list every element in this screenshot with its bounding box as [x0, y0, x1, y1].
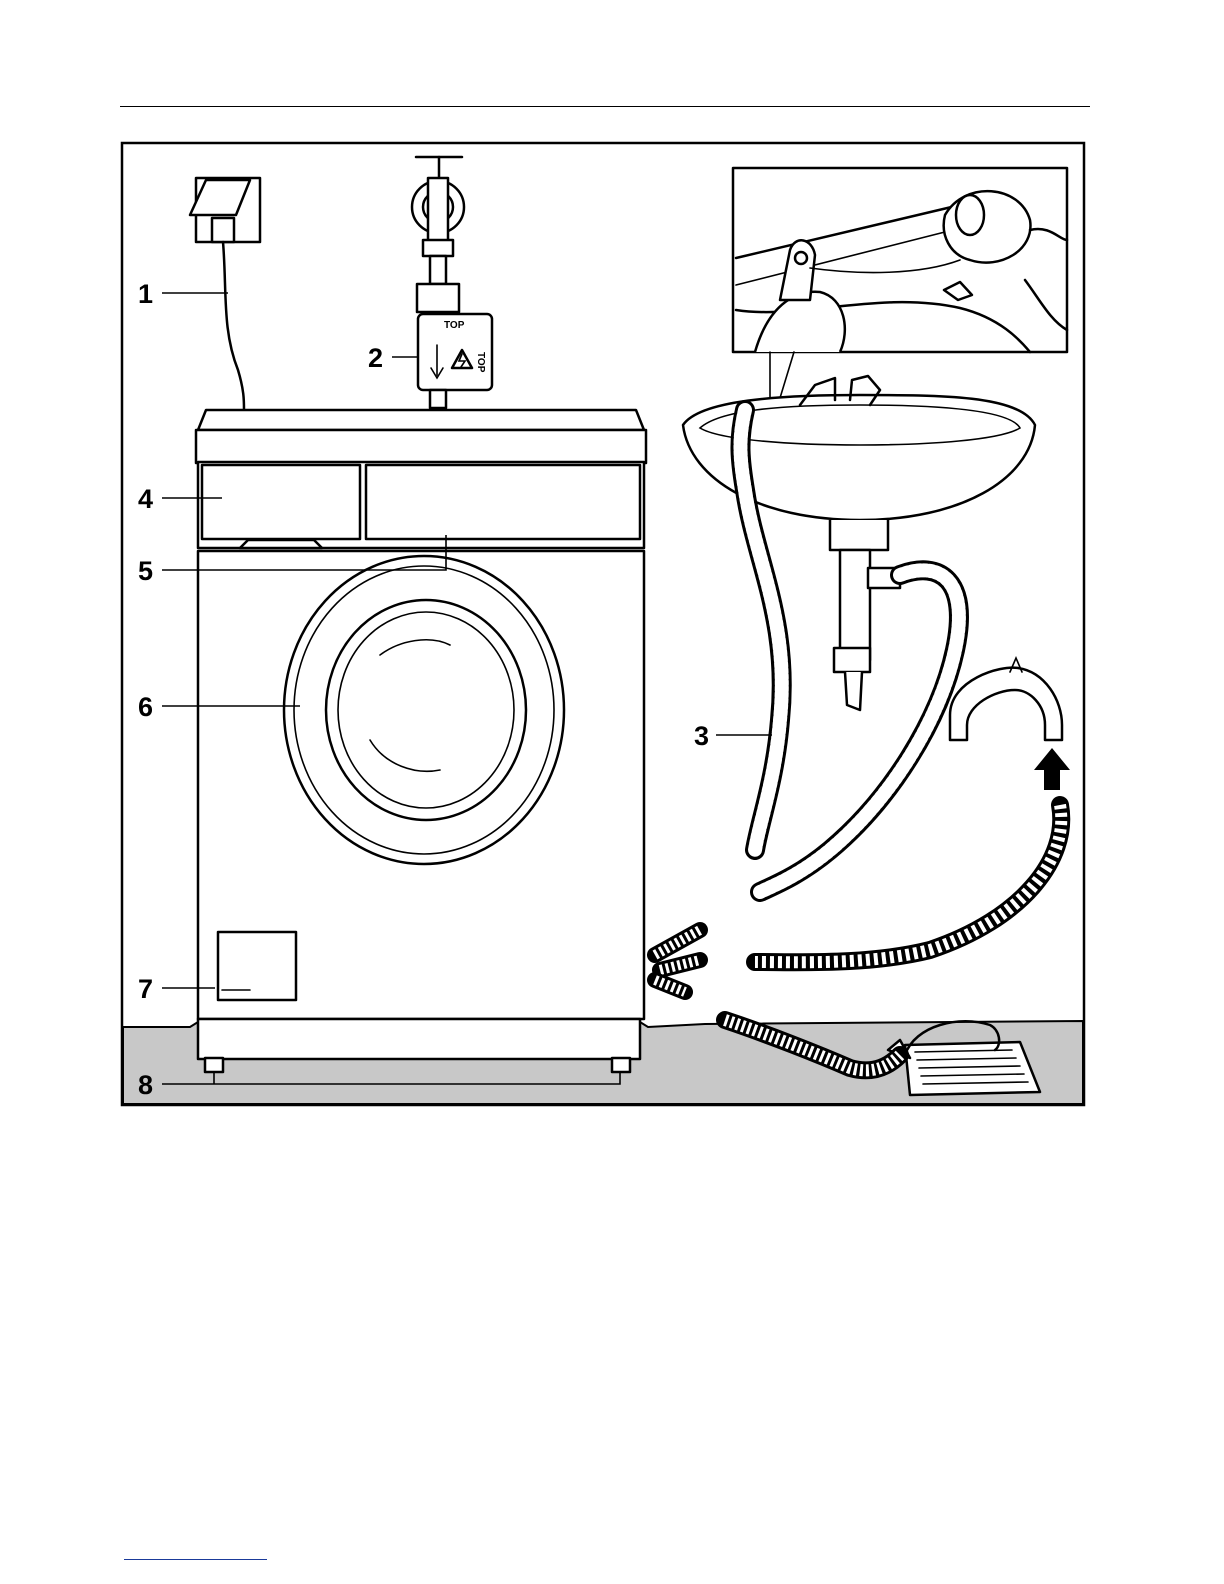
callout-3: 3	[694, 721, 709, 751]
callout-4: 4	[138, 484, 153, 514]
foot-left	[205, 1058, 223, 1072]
sink-detail-inset	[733, 168, 1067, 352]
callout-7: 7	[138, 974, 153, 1004]
washing-machine	[196, 410, 646, 1072]
control-panel-display	[366, 465, 640, 539]
valve-text-top: TOP	[444, 320, 465, 331]
door-glass	[326, 600, 526, 820]
valve-text-side: TOP	[475, 352, 486, 373]
detergent-drawer	[202, 465, 360, 539]
callout-2: 2	[368, 343, 383, 373]
foot-right	[612, 1058, 630, 1072]
callout-8: 8	[138, 1070, 153, 1100]
callout-5: 5	[138, 556, 153, 586]
machine-top-lid	[198, 410, 644, 430]
callout-6: 6	[138, 692, 153, 722]
callout-1: 1	[138, 279, 153, 309]
footer-rule	[124, 1559, 267, 1560]
